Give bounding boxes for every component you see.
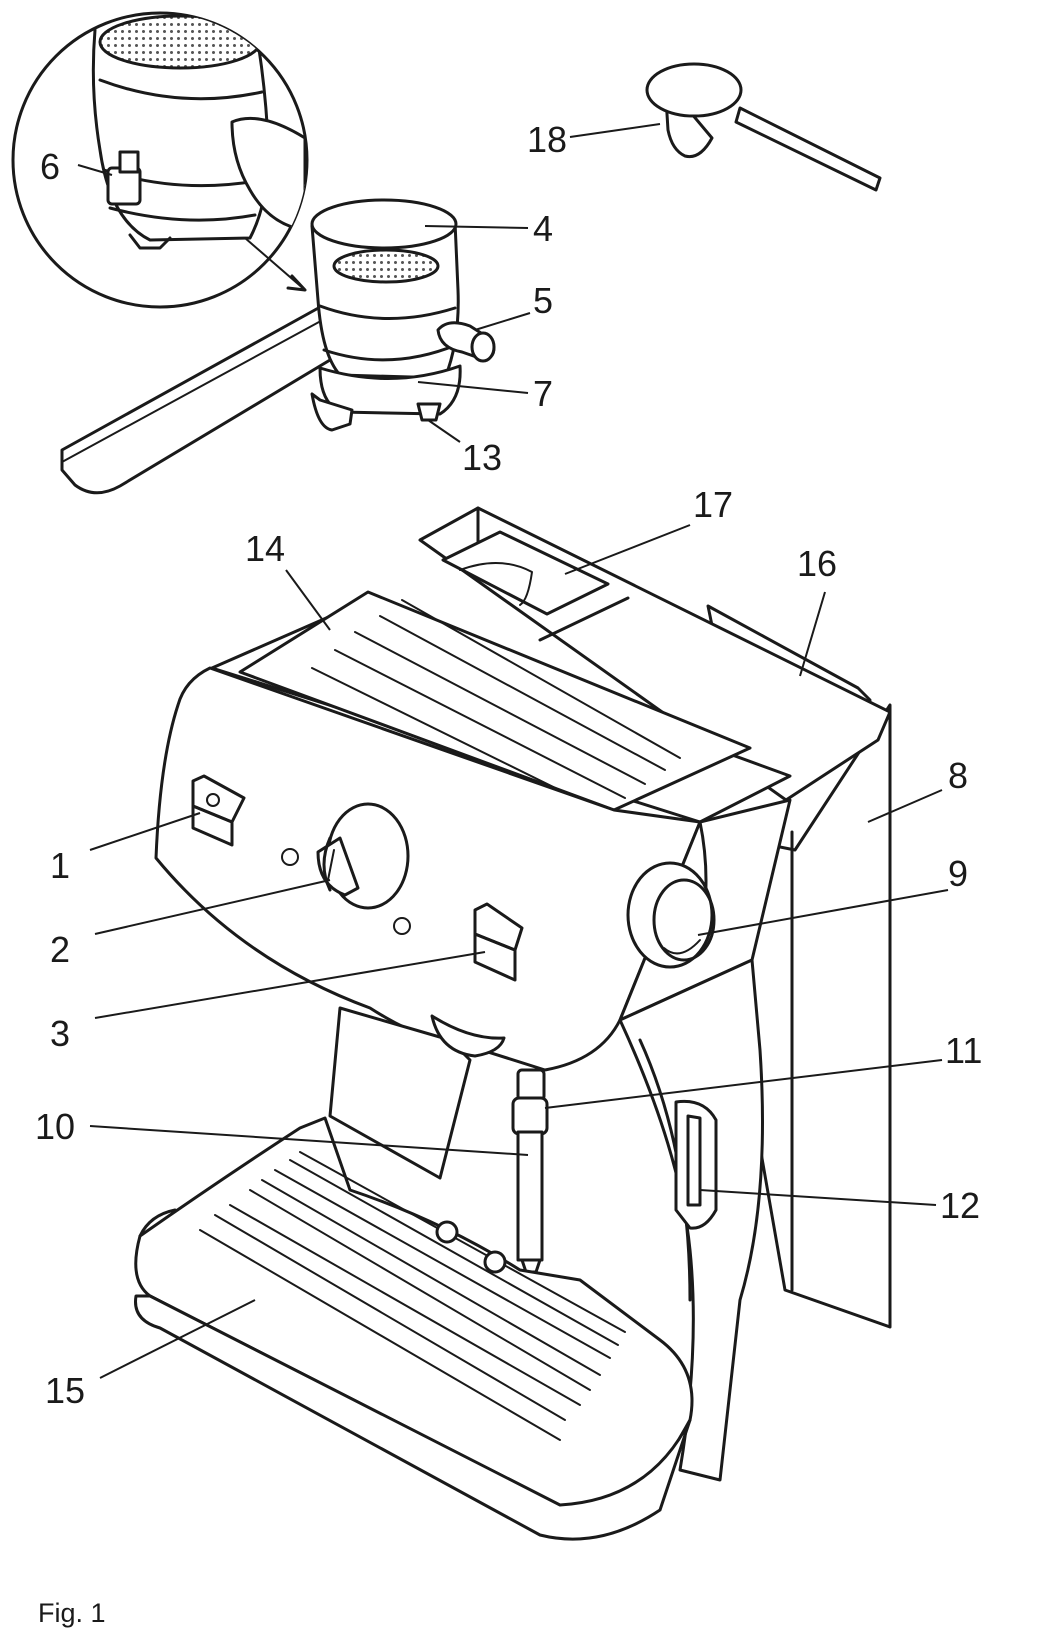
label-2: 2 — [50, 929, 70, 970]
figure-caption: Fig. 1 — [38, 1598, 106, 1628]
leader-lines — [77, 123, 949, 1379]
label-4: 4 — [533, 208, 553, 249]
label-17: 17 — [693, 484, 733, 525]
label-9: 9 — [948, 853, 968, 894]
label-1: 1 — [50, 845, 70, 886]
label-6: 6 — [40, 146, 60, 187]
label-8: 8 — [948, 755, 968, 796]
label-5: 5 — [533, 280, 553, 321]
label-14: 14 — [245, 528, 285, 569]
espresso-machine — [134, 506, 892, 1541]
label-7: 7 — [533, 373, 553, 414]
portafilter — [60, 198, 496, 495]
part-labels: 1 2 3 4 5 6 7 8 9 10 11 12 13 14 15 16 1… — [35, 119, 982, 1411]
label-3: 3 — [50, 1013, 70, 1054]
label-18: 18 — [527, 119, 567, 160]
detail-zoom-circle — [11, 11, 309, 309]
measuring-scoop — [645, 62, 882, 192]
label-10: 10 — [35, 1106, 75, 1147]
label-12: 12 — [940, 1185, 980, 1226]
label-16: 16 — [797, 543, 837, 584]
label-15: 15 — [45, 1370, 85, 1411]
label-13: 13 — [462, 437, 502, 478]
label-11: 11 — [945, 1030, 982, 1071]
